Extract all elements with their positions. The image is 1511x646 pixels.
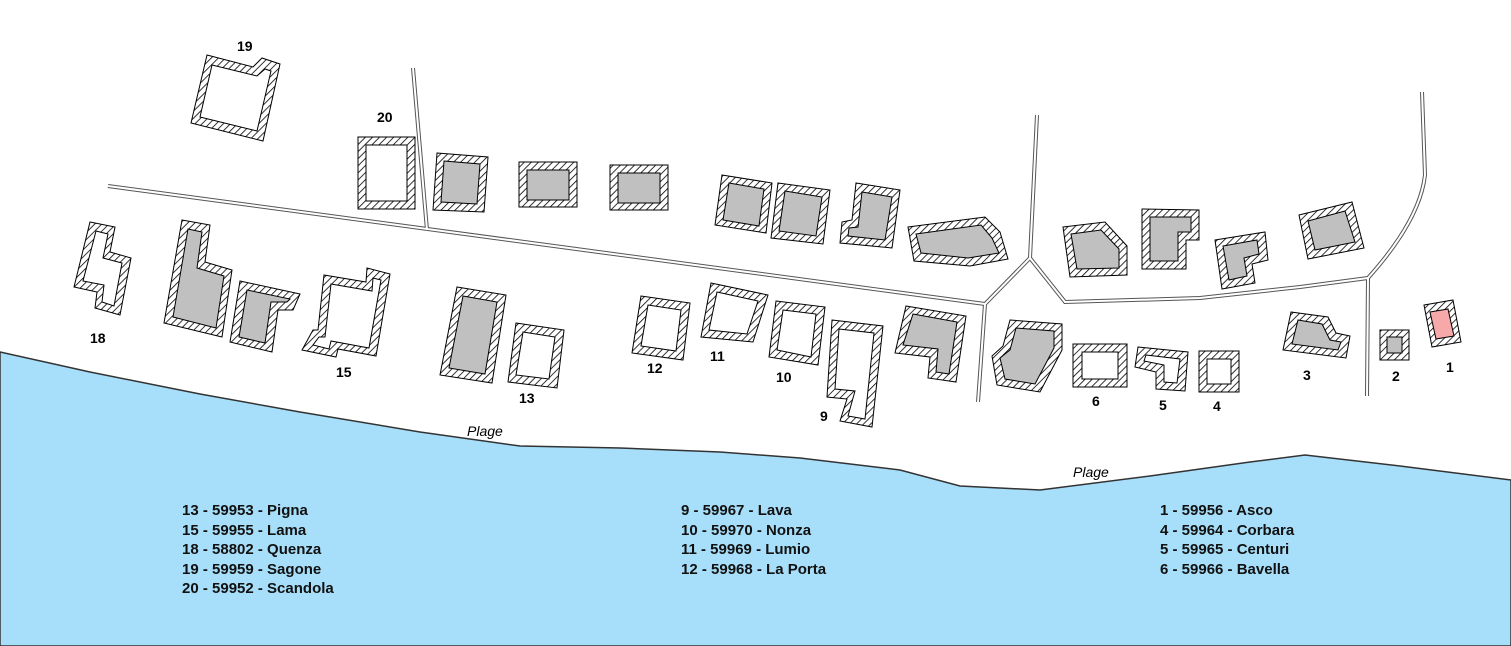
sea-area — [0, 351, 1511, 646]
beach-label-right: Plage — [1073, 464, 1109, 480]
building-4[interactable] — [1198, 350, 1240, 393]
legend-item: 1 - 59956 - Asco — [1160, 502, 1273, 519]
building-1-interior — [1429, 308, 1455, 340]
legend-item: 5 - 59965 - Centuri — [1160, 541, 1290, 558]
lot-label-19: 19 — [237, 38, 253, 54]
lot-label-11: 11 — [710, 348, 725, 364]
legend-item: 18 - 58802 - Quenza — [182, 541, 322, 558]
legend-item: 19 - 59959 - Sagone — [182, 560, 322, 578]
lot-label-18: 18 — [90, 330, 106, 346]
legend-middle: 9 - 59967 - Lava 10 - 59970 - Nonza 11 -… — [681, 501, 826, 579]
legend-left: 13 - 59953 - Pigna 15 - 59955 - Lama 18 … — [182, 501, 334, 599]
lot-label-1: 1 — [1446, 359, 1454, 375]
building-interiors — [82, 64, 1403, 420]
lot-label-20: 20 — [377, 109, 393, 125]
legend-item: 4 - 59964 - Corbara — [1160, 521, 1295, 539]
lot-label-15: 15 — [336, 364, 352, 380]
building-5[interactable] — [1134, 346, 1189, 392]
lot-label-2: 2 — [1392, 368, 1400, 384]
lot-labels: 1 2 3 4 5 6 9 10 11 12 13 15 18 19 20 — [90, 38, 1454, 424]
lot-label-12: 12 — [647, 360, 663, 376]
legend-item: 11 - 59969 - Lumio — [681, 541, 811, 558]
roads-inner — [107, 67, 1427, 403]
legend-item: 9 - 59967 - Lava — [681, 502, 792, 519]
lot-label-5: 5 — [1159, 397, 1167, 413]
legend-right: 1 - 59956 - Asco 4 - 59964 - Corbara 5 -… — [1160, 501, 1294, 579]
legend-item: 10 - 59970 - Nonza — [681, 521, 812, 539]
legend-item: 20 - 59952 - Scandola — [182, 580, 334, 597]
lot-label-13: 13 — [519, 390, 535, 406]
legend-item: 13 - 59953 - Pigna — [182, 502, 308, 519]
lot-label-3: 3 — [1303, 367, 1311, 383]
lot-label-6: 6 — [1092, 393, 1100, 409]
legend-item: 15 - 59955 - Lama — [182, 521, 307, 539]
lot-label-4: 4 — [1213, 398, 1221, 414]
legend-item: 6 - 59966 - Bavella — [1160, 560, 1290, 578]
lot-label-10: 10 — [776, 369, 792, 385]
legend-item: 12 - 59968 - La Porta — [681, 560, 827, 578]
beach-label-left: Plage — [467, 423, 503, 439]
lot-label-9: 9 — [820, 408, 828, 424]
